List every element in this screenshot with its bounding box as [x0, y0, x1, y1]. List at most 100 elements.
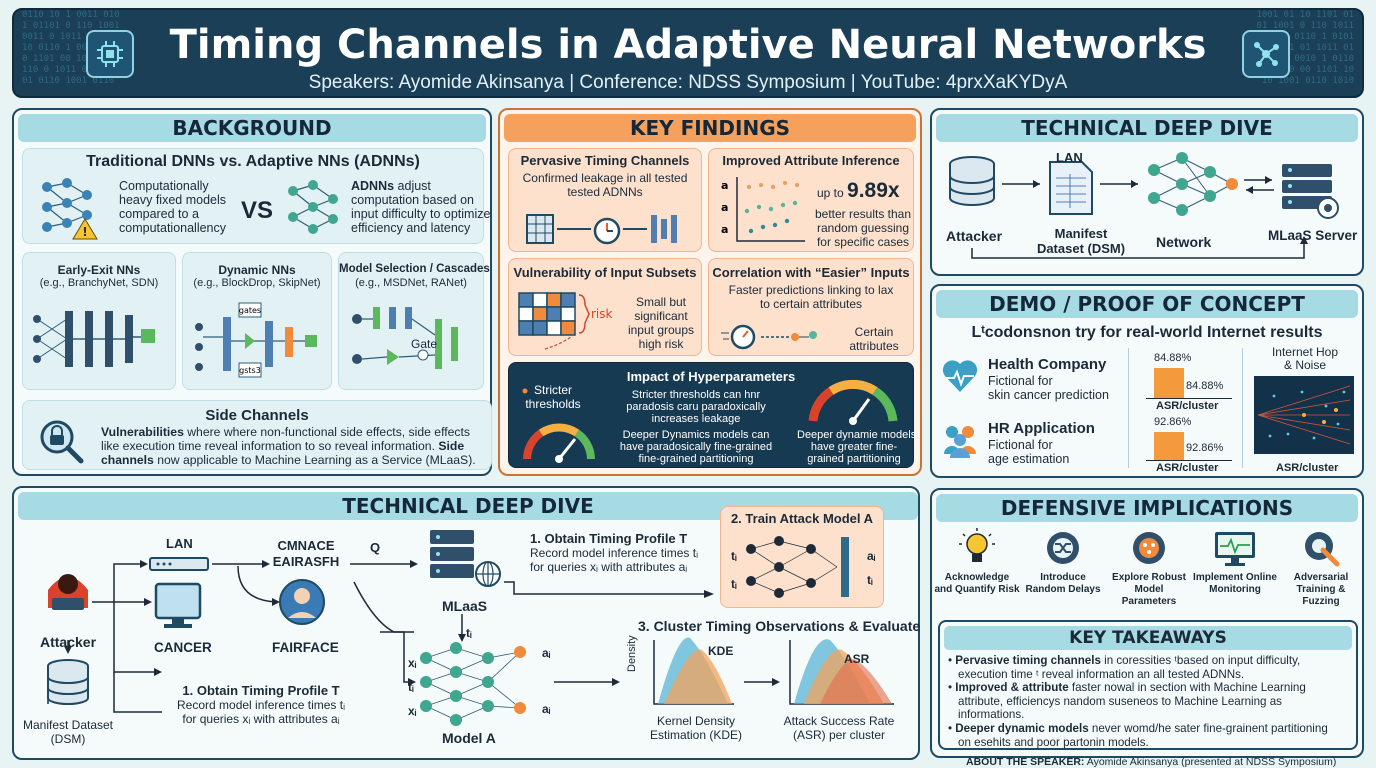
axis-label-a1: a — [721, 179, 728, 192]
mlaas-label: MLaaS — [442, 598, 488, 614]
hp-b1-line2: paradosis caru paradoxically — [626, 401, 766, 413]
asr-caption-2: (ASR) per cluster — [792, 728, 886, 742]
hr-top-value: 92.86% — [1154, 416, 1192, 428]
finding-easier-line4: attributes — [849, 339, 899, 353]
adnn-desc-3: input difficulty to optimize — [351, 207, 491, 221]
health-bar — [1154, 368, 1184, 398]
takeaway-1-b: execution time ᵗ reveal information an a… — [958, 667, 1245, 681]
fairface-avatar-icon — [279, 579, 325, 625]
hp-b1-line3: increases leakage — [651, 413, 741, 425]
side-line-2-bold: Side — [434, 439, 465, 453]
risk-grid-icon: risk — [518, 292, 613, 350]
hr-bar — [1154, 432, 1184, 460]
finding-subsets-line3: input groups — [627, 323, 695, 337]
svg-text:!: ! — [82, 225, 87, 239]
dnn-desc-4: computationallency — [119, 221, 227, 235]
model-selection-sub: (e.g., MSDNet, RANet) — [355, 277, 467, 289]
demo-panel: DEMO / PROOF OF CONCEPT Lᵗcodonsnon try … — [930, 284, 1364, 478]
hop-asr-label: ASR/cluster — [1276, 462, 1339, 474]
timing-pipeline-icon — [526, 214, 677, 245]
finding-up-to: up to — [817, 186, 844, 200]
attribute-scatter-plot: a a a — [721, 177, 805, 242]
side-channels-bold: channels — [101, 453, 154, 467]
network-graph-icon — [1148, 152, 1238, 216]
side-channels-card: Side Channels Vulnerabilities where wher… — [22, 400, 492, 470]
tech-dive-bottom-panel: TECHNICAL DEEP DIVE — [12, 486, 920, 760]
axis-label-a2: a — [721, 201, 728, 214]
demo-divider-2 — [1242, 348, 1243, 468]
tech-dive-top-title: TECHNICAL DEEP DIVE — [936, 114, 1358, 142]
defense-4-l1: Implement Online — [1193, 572, 1277, 583]
hop-title-1: Internet Hop — [1271, 345, 1339, 359]
model-selection-title: Model Selection / Cascades — [339, 263, 490, 275]
background-panel: BACKGROUND Traditional DNNs vs. Adaptive… — [12, 108, 492, 476]
bottom-manifest-2: (DSM) — [50, 732, 86, 746]
finding-pervasive-line1: Confirmed leakage in all tested — [522, 171, 688, 185]
defense-1-l1: Acknowledge — [944, 572, 1010, 583]
takeaway-3-bold: Deeper dynamic models — [955, 721, 1089, 735]
finding-subsets-card: Vulnerability of Input Subsets risk Smal… — [508, 258, 702, 356]
gate-label-2: gsts3 — [239, 366, 261, 375]
step2-in-2: tᵢ — [731, 577, 737, 591]
defense-3-l1: Explore Robust — [1112, 572, 1186, 583]
step2-in-1: tᵢ — [731, 549, 737, 563]
bottom-lan-label: LAN — [166, 536, 193, 551]
takeaway-2-bold: Improved & attribute — [955, 681, 1069, 695]
key-takeaways-box: KEY TAKEAWAYS • Pervasive timing channel… — [938, 620, 1358, 750]
hr-line-1: Fictional for — [988, 438, 1053, 452]
health-top-value: 84.88% — [1154, 352, 1192, 364]
dnn-desc-3: compared to a — [119, 207, 199, 221]
manifest-document-icon — [1049, 161, 1093, 215]
finding-inference-line1: better results than — [814, 207, 912, 221]
footer-text: Ayomide Akinsanya (presented at NDSS Sym… — [1084, 756, 1337, 768]
model-selection-card: Model Selection / Cascades (e.g., MSDNet… — [338, 252, 490, 390]
risk-label: risk — [591, 307, 613, 321]
dynamic-nn-title: Dynamic NNs — [218, 263, 296, 277]
finding-easier-title: Correlation with “Easier” Inputs — [712, 265, 910, 280]
hp-right-1: Deeper dynamie models — [797, 429, 917, 441]
early-exit-title: Early-Exit NNs — [57, 263, 141, 277]
finding-easier-line3: Certain — [854, 325, 894, 339]
mlaas-server-icon — [430, 530, 501, 587]
dnn-comparison-card: Traditional DNNs vs. Adaptive NNs (ADNNs… — [22, 148, 490, 244]
adnn-desc-4: efficiency and latency — [351, 221, 471, 235]
hop-title-2: & Noise — [1283, 358, 1327, 372]
tech-top-manifest-1: Manifest — [1054, 226, 1108, 241]
model-a-network — [420, 642, 526, 726]
mlaas-ti-label: tᵢ — [466, 626, 472, 640]
dnn-network-icon: ! — [42, 178, 98, 240]
train-attack-card: 2. Train Attack Model A tᵢ tᵢ aᵢ tᵢ — [720, 506, 884, 608]
finding-inference-card: Improved Attribute Inference a a a up to… — [708, 148, 914, 252]
step1b-title: 1. Obtain Timing Profile T — [182, 683, 340, 698]
finding-subsets-line4: high risk — [638, 337, 684, 351]
step2-out-1: aᵢ — [867, 549, 876, 563]
tech-top-attacker: Attacker — [946, 228, 1003, 244]
key-takeaways-title: KEY TAKEAWAYS — [944, 626, 1352, 650]
hp-b1-line1: Stricter thresholds can hnr — [631, 389, 761, 401]
tech-top-server: MLaaS Server — [1268, 228, 1358, 243]
tech-top-manifest-2: Dataset (DSM) — [1036, 241, 1126, 256]
finding-inference-line2: random guessing — [816, 221, 910, 235]
side-channels-title: Side Channels — [205, 407, 309, 424]
hp-bullet-dot — [522, 388, 528, 394]
cmnace-2: EAIRASFH — [272, 554, 340, 569]
wrench-gear-icon — [1305, 532, 1340, 567]
defense-5-l1: Adversarial — [1293, 572, 1349, 583]
adnn-desc-1: adjust — [394, 179, 431, 193]
model-in-2: tᵢ — [408, 680, 414, 694]
key-findings-panel: KEY FINDINGS Pervasive Timing Channels C… — [498, 108, 922, 476]
asr-chart — [789, 639, 894, 705]
attacker-database-icon — [949, 156, 995, 206]
attack-model-network — [746, 536, 849, 598]
hr-line-2: age estimation — [988, 452, 1070, 466]
footer-speaker: ABOUT THE SPEAKER: Ayomide Akinsanya (pr… — [966, 757, 1336, 768]
key-findings-title: KEY FINDINGS — [504, 114, 916, 142]
health-title: Health Company — [988, 356, 1107, 373]
dnn-desc-2: heavy fixed models — [119, 193, 227, 207]
lightbulb-gear-icon — [959, 528, 995, 562]
internet-noise-visual — [1254, 376, 1354, 454]
